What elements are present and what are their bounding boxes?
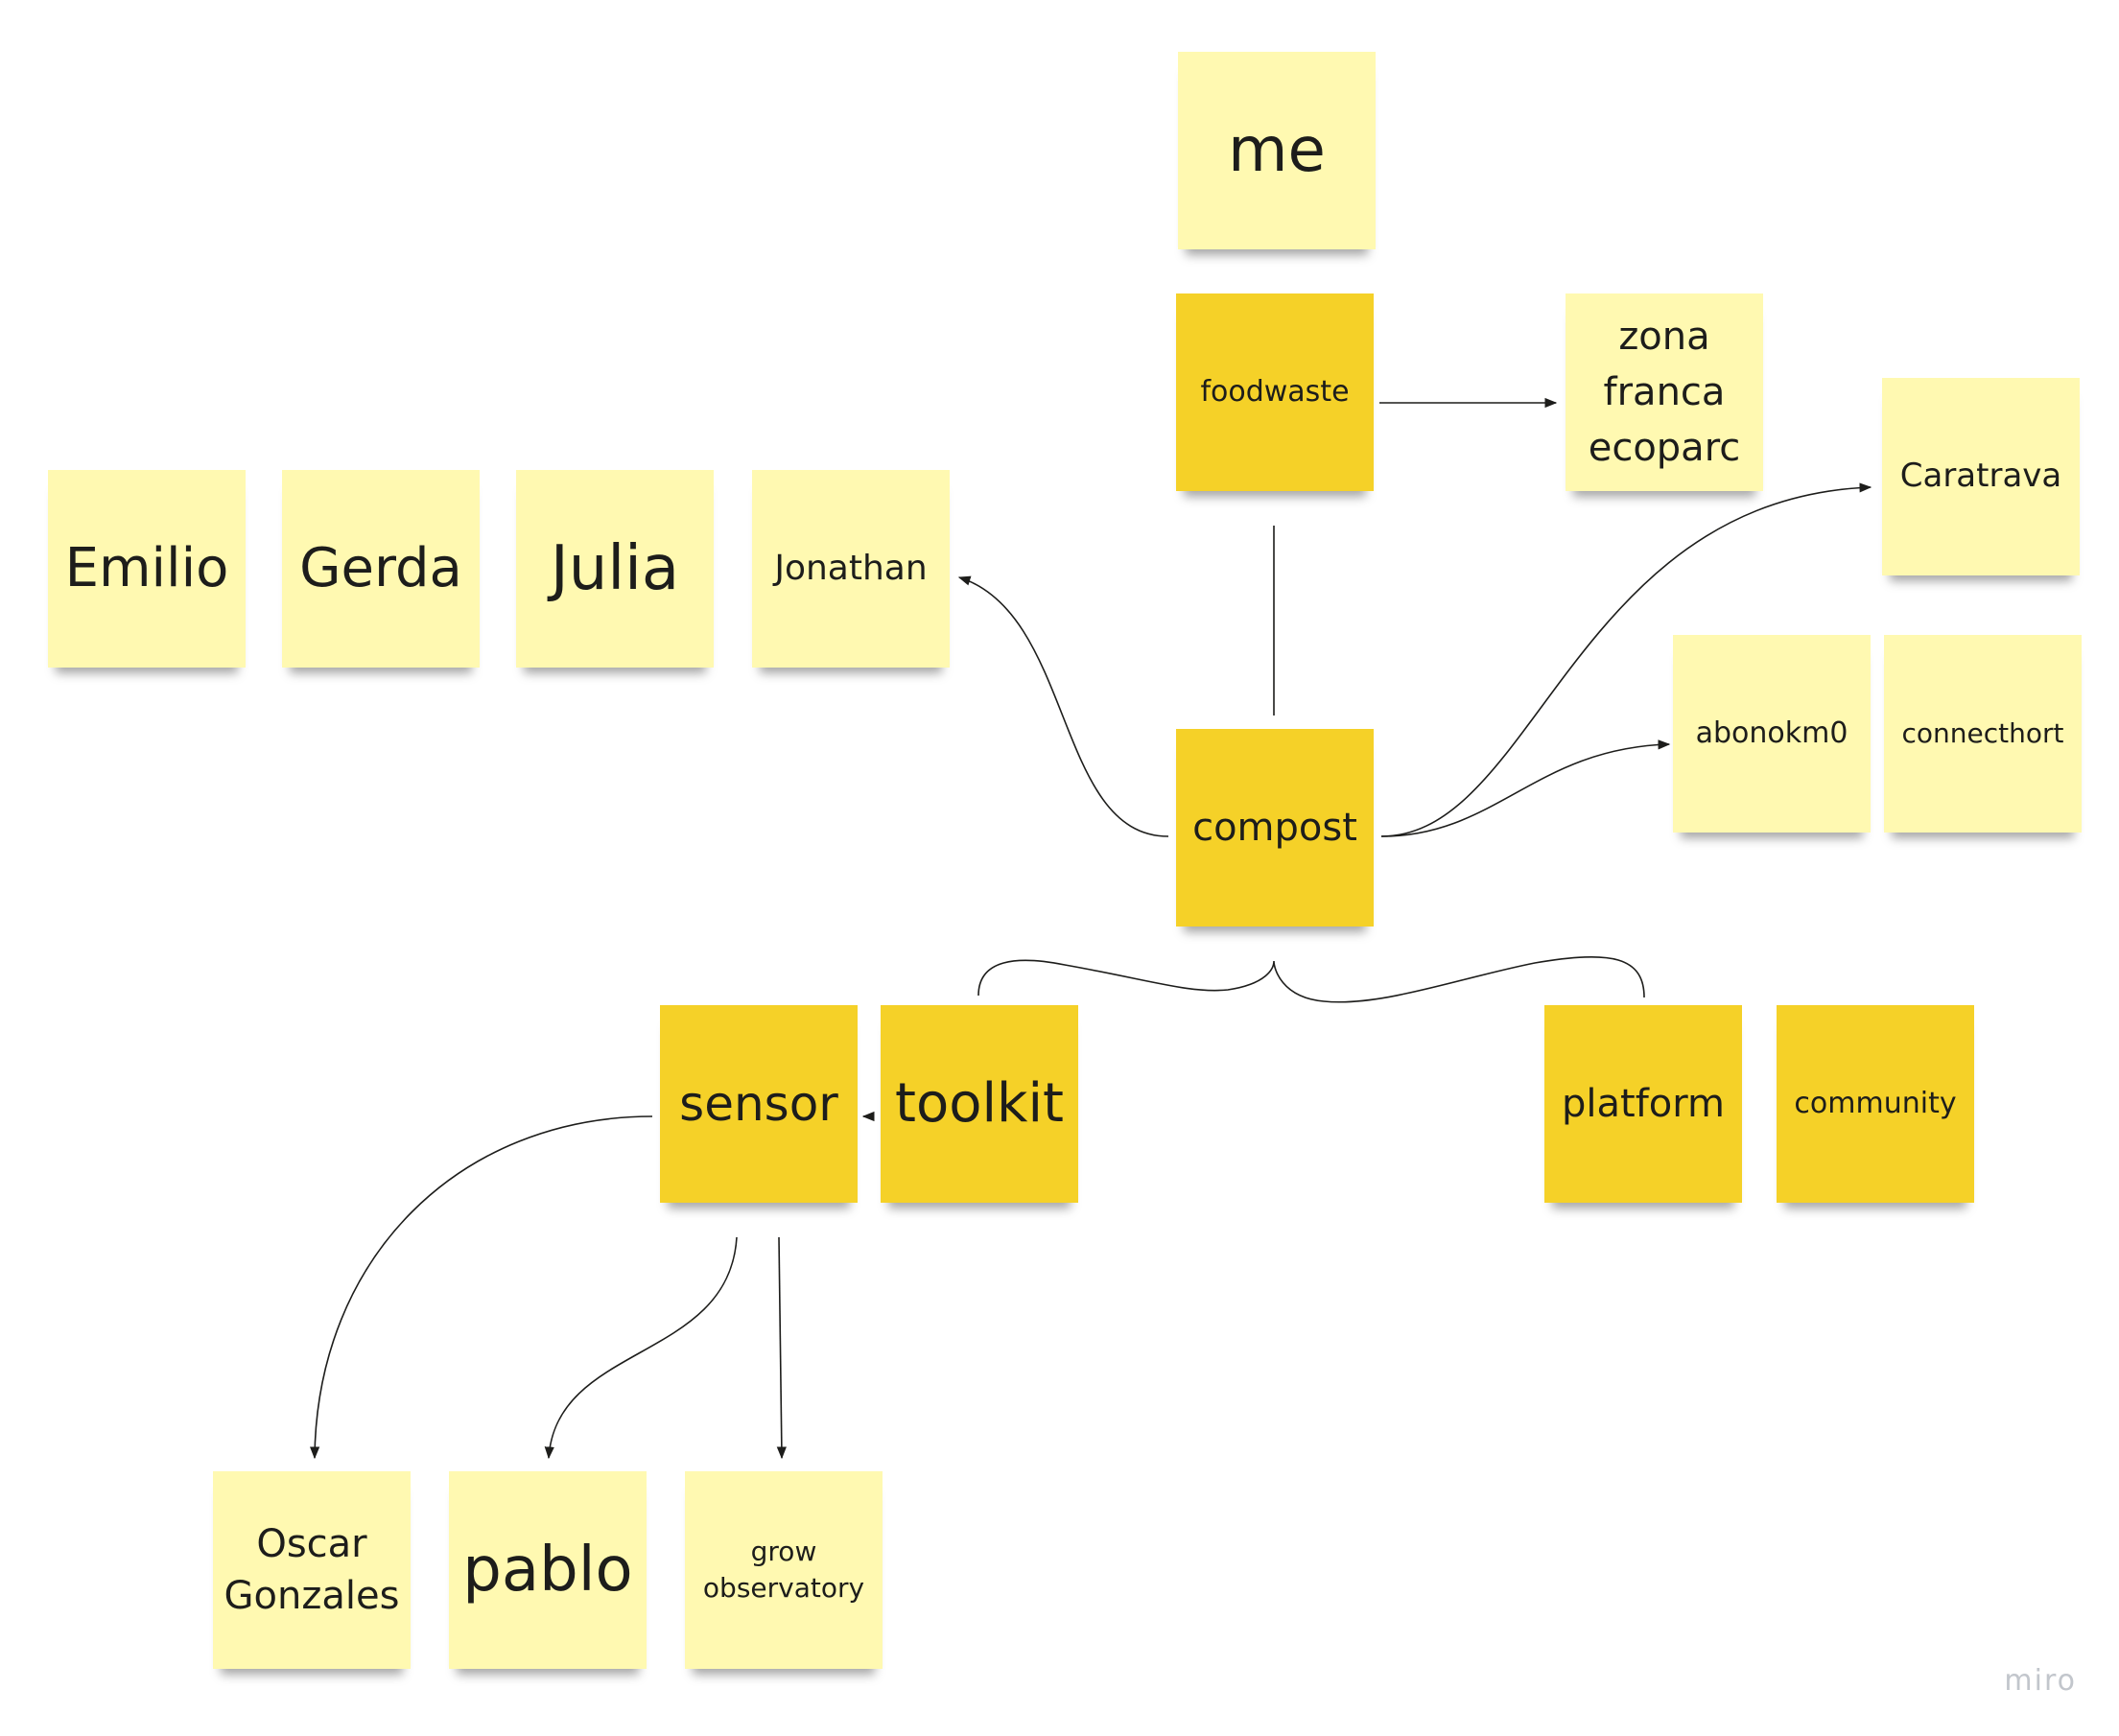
sticky-note-compost[interactable]: compost bbox=[1176, 729, 1374, 927]
note-text: pablo bbox=[462, 1534, 633, 1606]
note-text: grow observatory bbox=[702, 1536, 865, 1604]
sticky-note-me[interactable]: me bbox=[1178, 52, 1376, 249]
note-text: Gerda bbox=[299, 537, 462, 600]
connector-compost-brace bbox=[977, 955, 1645, 1003]
sticky-note-sensor[interactable]: sensor bbox=[660, 1005, 858, 1203]
sticky-note-caratrava[interactable]: Caratrava bbox=[1882, 378, 2080, 575]
sticky-note-connecthort[interactable]: connecthort bbox=[1884, 635, 2082, 833]
sticky-note-jonathan[interactable]: Jonathan bbox=[752, 470, 950, 668]
connector-sensor-pablo bbox=[544, 1236, 738, 1460]
connector-compost-abonokm0 bbox=[1380, 739, 1671, 837]
note-text: Oscar Gonzales bbox=[224, 1522, 400, 1618]
sticky-note-julia[interactable]: Julia bbox=[516, 470, 714, 668]
note-text: connecthort bbox=[1901, 717, 2064, 750]
sticky-note-grow-observatory[interactable]: grow observatory bbox=[685, 1471, 883, 1669]
connector-compost-jonathan bbox=[957, 575, 1169, 837]
connector-sensor-oscar bbox=[309, 1115, 653, 1460]
note-text: abonokm0 bbox=[1695, 716, 1848, 750]
note-text: platform bbox=[1562, 1082, 1725, 1126]
sticky-note-platform[interactable]: platform bbox=[1544, 1005, 1742, 1203]
note-text: Caratrava bbox=[1899, 457, 2062, 496]
note-text: Emilio bbox=[64, 537, 229, 600]
note-text: Julia bbox=[550, 532, 680, 604]
sticky-note-foodwaste[interactable]: foodwaste bbox=[1176, 293, 1374, 491]
sticky-note-pablo[interactable]: pablo bbox=[449, 1471, 647, 1669]
note-text: compost bbox=[1192, 806, 1357, 850]
sticky-note-abonokm0[interactable]: abonokm0 bbox=[1673, 635, 1871, 833]
sticky-note-zona-franca-ecoparc[interactable]: zona franca ecoparc bbox=[1566, 293, 1763, 491]
sticky-note-oscar-gonzales[interactable]: Oscar Gonzales bbox=[213, 1471, 411, 1669]
connector-sensor-grow bbox=[776, 1236, 787, 1460]
note-text: foodwaste bbox=[1200, 374, 1350, 409]
sticky-note-emilio[interactable]: Emilio bbox=[48, 470, 246, 668]
sticky-note-gerda[interactable]: Gerda bbox=[282, 470, 480, 668]
connector-compost-caratrava bbox=[1380, 482, 1872, 837]
note-text: toolkit bbox=[895, 1072, 1064, 1136]
note-text: sensor bbox=[679, 1075, 838, 1132]
miro-watermark-logo: miro bbox=[2004, 1664, 2077, 1698]
note-text: me bbox=[1228, 114, 1326, 186]
note-text: community bbox=[1794, 1086, 1957, 1120]
sticky-note-community[interactable]: community bbox=[1777, 1005, 1974, 1203]
note-text: Jonathan bbox=[774, 548, 928, 588]
note-text: zona franca ecoparc bbox=[1588, 315, 1741, 470]
sticky-note-toolkit[interactable]: toolkit bbox=[881, 1005, 1078, 1203]
